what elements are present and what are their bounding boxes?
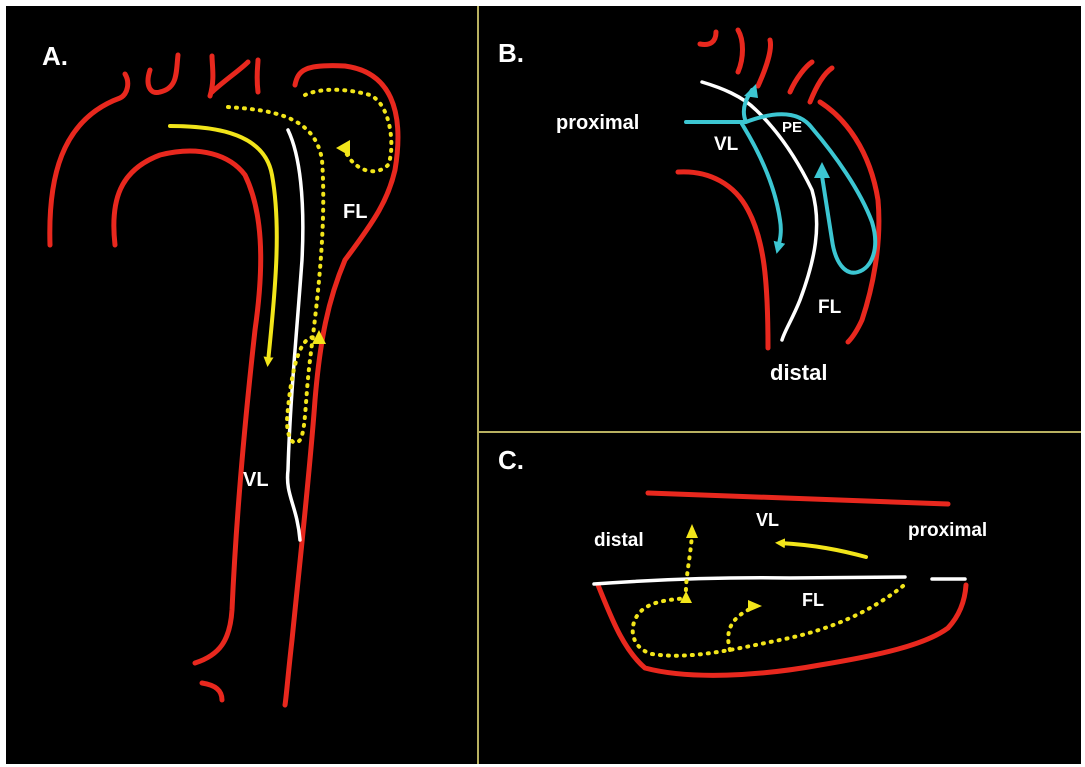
panel-b-fl-label: FL: [818, 297, 842, 318]
panel-b-distal-label: distal: [770, 360, 827, 385]
panel-a-vl-label: VL: [243, 469, 269, 491]
panel-c-distal-label: distal: [594, 530, 644, 551]
panel-c-proximal-label: proximal: [908, 520, 987, 541]
panel-b-label: B.: [498, 38, 524, 68]
figure-background: [6, 6, 1081, 764]
panel-a-label: A.: [42, 41, 68, 71]
panel-b-proximal-label: proximal: [556, 112, 639, 134]
panel-c-vl-label: VL: [756, 510, 779, 530]
panel-c-label: C.: [498, 445, 524, 475]
panel-a-fl-label: FL: [343, 201, 367, 223]
panel-b-vl-label: VL: [714, 134, 739, 155]
panel-b-pe-label: PE: [782, 119, 802, 136]
panel-c-fl-label: FL: [802, 590, 824, 610]
